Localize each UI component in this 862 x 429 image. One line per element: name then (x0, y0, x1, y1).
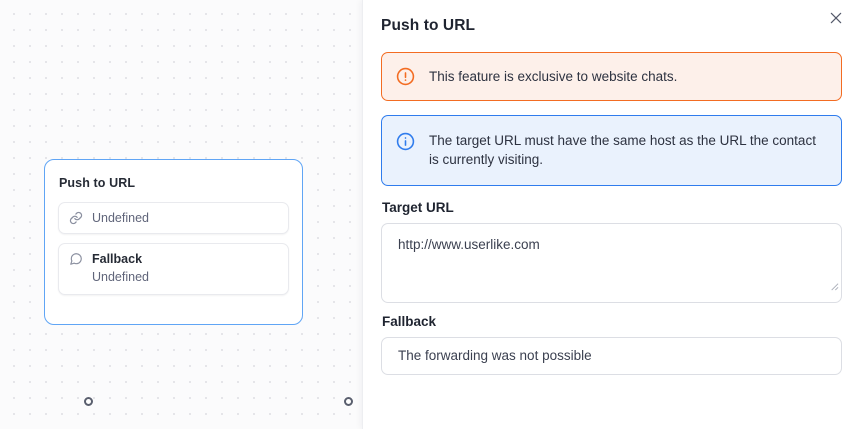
flow-canvas[interactable]: Push to URL Undefined (0, 0, 362, 429)
flow-node-url-row[interactable]: Undefined (58, 202, 289, 234)
fallback-input[interactable]: The forwarding was not possible (381, 336, 842, 375)
target-url-label: Target URL (382, 199, 454, 215)
info-circle-icon (396, 132, 415, 151)
node-output-handle[interactable] (344, 397, 353, 406)
close-icon[interactable] (823, 5, 849, 31)
info-alert-text: The target URL must have the same host a… (429, 132, 816, 168)
flow-node-fallback-value: Undefined (92, 270, 149, 284)
textarea-resize-handle[interactable] (828, 278, 839, 291)
warning-alert: This feature is exclusive to website cha… (381, 52, 842, 101)
panel-header: Push to URL (381, 0, 842, 52)
flow-node-title: Push to URL (59, 176, 136, 190)
flow-node-fallback-label: Fallback (92, 252, 143, 266)
flow-node-fallback-row[interactable]: Fallback Undefined (58, 243, 289, 295)
fallback-field: Fallback The forwarding was not possible (381, 314, 842, 375)
alert-circle-icon (396, 67, 415, 86)
target-url-input[interactable]: http://www.userlike.com (381, 222, 842, 303)
fallback-label: Fallback (382, 313, 437, 329)
info-alert: The target URL must have the same host a… (381, 114, 842, 186)
node-input-handle[interactable] (84, 397, 93, 406)
target-url-field: Target URL http://www.userlike.com (381, 200, 842, 303)
flow-node-url-value: Undefined (92, 211, 149, 225)
chat-bubble-icon (69, 252, 83, 266)
warning-alert-text: This feature is exclusive to website cha… (429, 69, 678, 84)
link-icon (69, 211, 83, 225)
panel-title: Push to URL (381, 17, 476, 34)
side-panel: Push to URL This feature is exclusive to… (362, 0, 862, 429)
flow-node-push-to-url[interactable]: Push to URL Undefined (44, 159, 353, 406)
